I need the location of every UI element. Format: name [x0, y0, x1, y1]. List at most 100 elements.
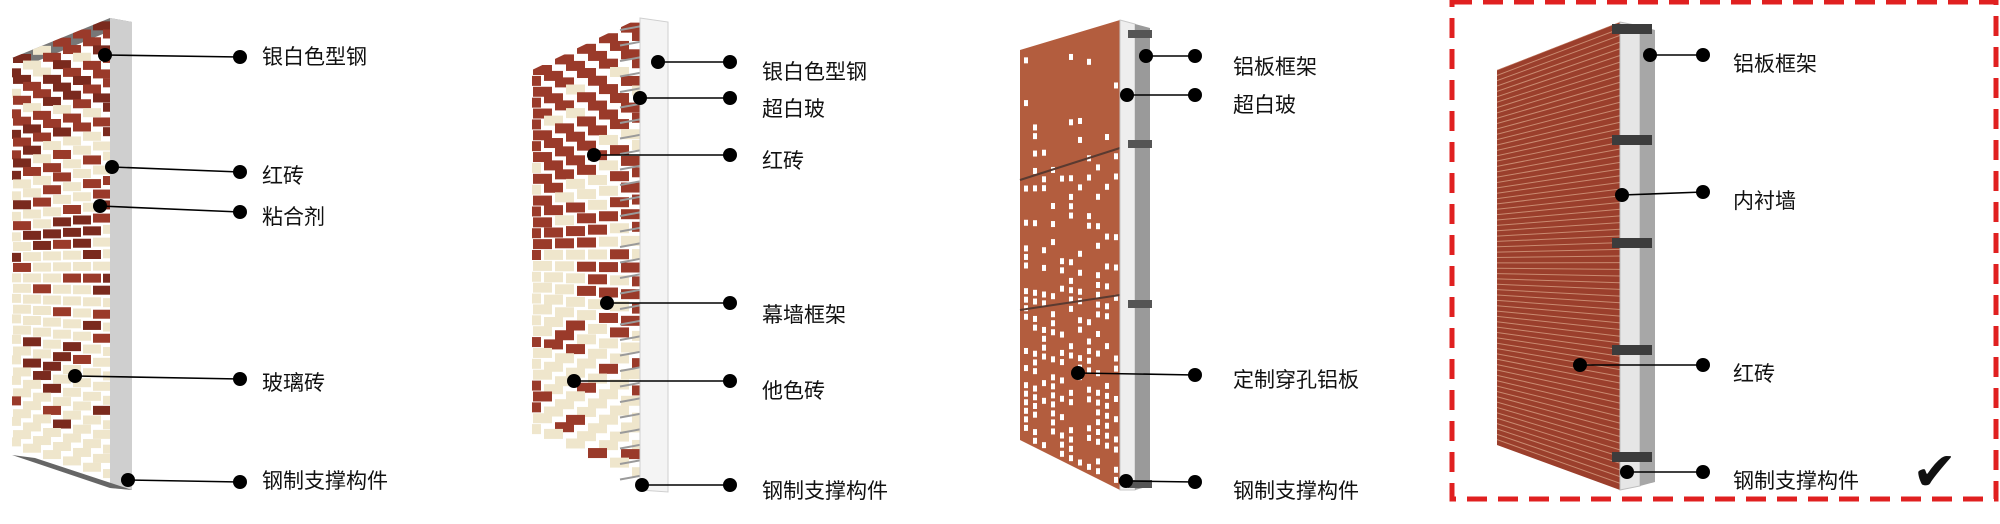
perforation-hole	[1033, 368, 1037, 375]
brick	[83, 391, 101, 401]
brick	[63, 45, 81, 55]
brick	[577, 164, 596, 175]
perforation-hole	[1105, 412, 1109, 419]
perforation-hole	[1087, 396, 1091, 403]
brick	[93, 429, 110, 439]
perforation-hole	[1024, 245, 1028, 252]
perforation-hole	[1033, 359, 1037, 366]
brick	[73, 401, 91, 411]
brick	[53, 352, 71, 362]
brick	[63, 319, 81, 329]
brick	[532, 119, 541, 130]
perforation-hole	[1051, 221, 1055, 228]
perforation-hole	[1105, 183, 1109, 190]
leader-dot	[105, 160, 119, 174]
brick	[43, 119, 61, 129]
brick	[533, 217, 552, 228]
brick	[63, 273, 81, 283]
brick	[577, 382, 596, 393]
steel-fin	[619, 164, 643, 171]
perforation-hole	[1069, 389, 1073, 396]
brick	[53, 37, 71, 47]
panel-1-label-adhesive: 粘合剂	[262, 205, 325, 229]
perforation-hole	[1069, 455, 1073, 462]
steel-fin	[619, 412, 643, 419]
brick	[632, 385, 640, 396]
brick	[83, 344, 101, 354]
brick	[103, 420, 110, 430]
perforation-hole	[1114, 355, 1118, 362]
brick	[555, 215, 574, 226]
perforation-hole	[1096, 291, 1100, 298]
steel-fin	[619, 288, 643, 295]
mortar-joint	[1497, 278, 1620, 284]
brick	[93, 237, 110, 247]
panel-2-label-other-brick: 他色砖	[762, 379, 825, 403]
brick	[544, 115, 563, 126]
mortar-joint	[1497, 364, 1620, 391]
perforation-hole	[1105, 313, 1109, 320]
brick	[33, 110, 51, 120]
brick	[555, 307, 574, 318]
brick	[103, 444, 110, 454]
brick	[610, 171, 629, 182]
brick	[532, 402, 541, 413]
brick	[532, 97, 541, 108]
brick	[577, 237, 596, 248]
brick	[533, 391, 552, 402]
brick	[610, 275, 629, 286]
panel-4-brick-face	[1497, 22, 1620, 490]
panel-4-label-liner-wall: 内衬墙	[1733, 189, 1796, 213]
brick	[43, 207, 61, 217]
brick	[566, 131, 585, 142]
perforation-hole	[1096, 223, 1100, 230]
brick	[13, 304, 31, 314]
brick	[13, 430, 31, 440]
brick	[610, 66, 629, 77]
brick	[533, 173, 552, 184]
brick	[103, 298, 110, 308]
steel-fin	[619, 257, 643, 264]
brick	[577, 334, 596, 345]
steel-fin	[619, 366, 643, 372]
steel-fin	[619, 428, 643, 434]
perforation-hole	[1042, 326, 1046, 333]
mortar-joint	[1497, 108, 1620, 141]
leader-dot	[1119, 474, 1133, 488]
brick	[588, 323, 607, 334]
brick	[23, 103, 41, 113]
brick	[73, 261, 91, 271]
perforation-hole	[1078, 269, 1082, 276]
brick	[73, 122, 91, 132]
brick	[544, 182, 563, 193]
brick	[533, 65, 552, 75]
brick	[103, 224, 110, 234]
brick	[33, 89, 51, 99]
perforation-hole	[1069, 53, 1073, 60]
brick	[12, 150, 21, 160]
panel-3-joint	[1019, 294, 1121, 311]
perforation-hole	[1060, 175, 1064, 182]
perforation-hole	[1105, 303, 1109, 310]
brick	[599, 109, 618, 120]
perforation-hole	[1051, 392, 1055, 399]
mortar-joint	[1497, 181, 1620, 200]
brick	[63, 433, 81, 443]
brick	[33, 371, 51, 381]
brick	[103, 176, 110, 186]
brick	[532, 206, 541, 217]
brick	[532, 358, 541, 369]
perforation-hole	[1105, 283, 1109, 290]
perforation-hole	[1024, 424, 1028, 431]
brick	[43, 273, 61, 283]
perforation-hole	[1060, 285, 1064, 292]
steel-fin	[619, 87, 643, 93]
leader-dot	[1615, 188, 1629, 202]
brick	[532, 315, 541, 326]
brick	[33, 197, 51, 207]
perforation-hole	[1024, 399, 1028, 406]
mortar-joint	[1497, 273, 1620, 277]
perforation-hole	[1033, 167, 1037, 174]
panel-1-side	[110, 18, 132, 490]
brick	[23, 316, 41, 326]
